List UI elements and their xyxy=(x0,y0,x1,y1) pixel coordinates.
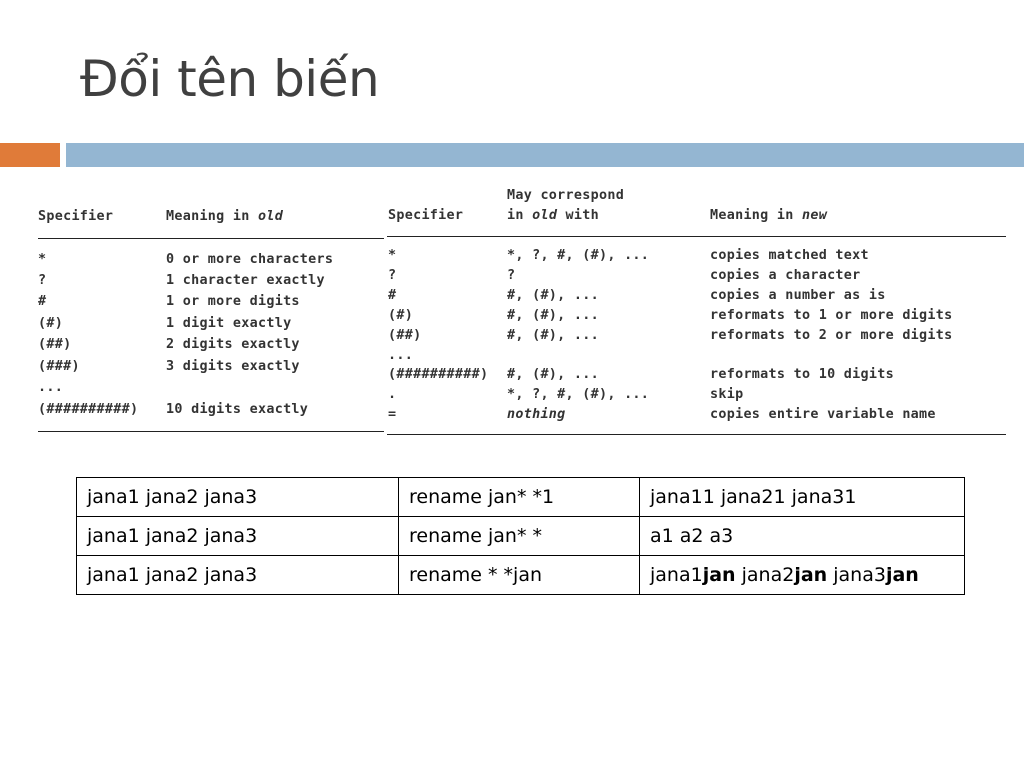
right-header-corr-line2: in old with xyxy=(507,208,599,223)
left-header-meaning: Meaning in old xyxy=(166,209,284,224)
result-part: jana2 xyxy=(735,564,795,586)
right-row-spec: . xyxy=(388,387,397,402)
accent-bar-orange xyxy=(0,143,60,167)
accent-bar-blue xyxy=(66,143,1024,167)
right-row-meaning: skip xyxy=(710,387,744,402)
right-row-meaning: copies a character xyxy=(710,268,861,283)
right-row-meaning: reformats to 10 digits xyxy=(710,367,894,382)
right-row-meaning: copies a number as is xyxy=(710,288,886,303)
left-row-meaning: 3 digits exactly xyxy=(166,359,300,374)
left-row-spec: * xyxy=(38,252,47,267)
left-row-spec: (##) xyxy=(38,337,72,352)
right-row-meaning: reformats to 1 or more digits xyxy=(710,308,953,323)
right-row-meaning: reformats to 2 or more digits xyxy=(710,328,953,343)
right-row-corr: *, ?, #, (#), ... xyxy=(507,248,650,263)
right-row-spec: (##) xyxy=(388,328,422,343)
left-row-meaning: 2 digits exactly xyxy=(166,337,300,352)
table-row: jana1 jana2 jana3 rename * *jan jana1jan… xyxy=(76,555,965,595)
command-cell: rename jan* *1 xyxy=(398,477,640,517)
command-cell: rename jan* * xyxy=(398,516,640,556)
old-names-cell: jana1 jana2 jana3 xyxy=(76,555,399,595)
right-header-corr-line1: May correspond xyxy=(507,188,625,203)
right-row-spec: (##########) xyxy=(388,367,489,382)
right-row-corr: nothing xyxy=(507,407,566,422)
left-row-meaning: 0 or more characters xyxy=(166,252,334,267)
right-row-spec: = xyxy=(388,407,397,422)
left-bottom-rule xyxy=(38,431,384,432)
left-row-spec: # xyxy=(38,294,47,309)
right-row-corr: #, (#), ... xyxy=(507,367,599,382)
right-row-corr: #, (#), ... xyxy=(507,308,599,323)
right-bottom-rule xyxy=(387,434,1006,435)
right-row-meaning: copies entire variable name xyxy=(710,407,936,422)
left-row-meaning: 1 digit exactly xyxy=(166,316,292,331)
right-row-corr: #, (#), ... xyxy=(507,328,599,343)
left-row-spec: (#) xyxy=(38,316,64,331)
old-names-cell: jana1 jana2 jana3 xyxy=(76,516,399,556)
table-row: jana1 jana2 jana3 rename jan* *1 jana11 … xyxy=(76,477,965,517)
left-header-specifier: Specifier xyxy=(38,209,114,224)
result-suffix-bold: jan xyxy=(702,564,736,586)
right-row-spec: ? xyxy=(388,268,397,283)
result-suffix-bold: jan xyxy=(885,564,919,586)
slide-title: Đổi tên biến xyxy=(80,50,380,108)
result-part: jana1 xyxy=(650,564,703,586)
right-row-meaning: copies matched text xyxy=(710,248,869,263)
right-header-meaning: Meaning in new xyxy=(710,208,828,223)
result-cell: jana1jan jana2jan jana3jan xyxy=(639,555,965,595)
left-row-spec: (##########) xyxy=(38,402,139,417)
right-row-corr: ? xyxy=(507,268,516,283)
left-row-meaning: 10 digits exactly xyxy=(166,402,309,417)
right-row-spec: # xyxy=(388,288,397,303)
left-row-meaning: 1 character exactly xyxy=(166,273,325,288)
right-row-spec: * xyxy=(388,248,397,263)
right-header-rule xyxy=(387,236,1006,237)
result-cell: jana11 jana21 jana31 xyxy=(639,477,965,517)
table-row: jana1 jana2 jana3 rename jan* * a1 a2 a3 xyxy=(76,516,965,556)
old-names-cell: jana1 jana2 jana3 xyxy=(76,477,399,517)
left-header-rule xyxy=(38,238,384,239)
left-row-spec: ... xyxy=(38,380,64,395)
right-header-specifier: Specifier xyxy=(388,208,464,223)
right-row-spec: (#) xyxy=(388,308,414,323)
result-part: jana3 xyxy=(827,564,886,586)
rename-examples-table: jana1 jana2 jana3 rename jan* *1 jana11 … xyxy=(76,477,965,595)
right-row-corr: #, (#), ... xyxy=(507,288,599,303)
left-row-spec: (###) xyxy=(38,359,80,374)
command-cell: rename * *jan xyxy=(398,555,640,595)
result-suffix-bold: jan xyxy=(794,564,828,586)
right-row-spec: ... xyxy=(388,348,414,363)
right-row-corr: *, ?, #, (#), ... xyxy=(507,387,650,402)
left-row-meaning: 1 or more digits xyxy=(166,294,300,309)
left-row-spec: ? xyxy=(38,273,47,288)
result-cell: a1 a2 a3 xyxy=(639,516,965,556)
